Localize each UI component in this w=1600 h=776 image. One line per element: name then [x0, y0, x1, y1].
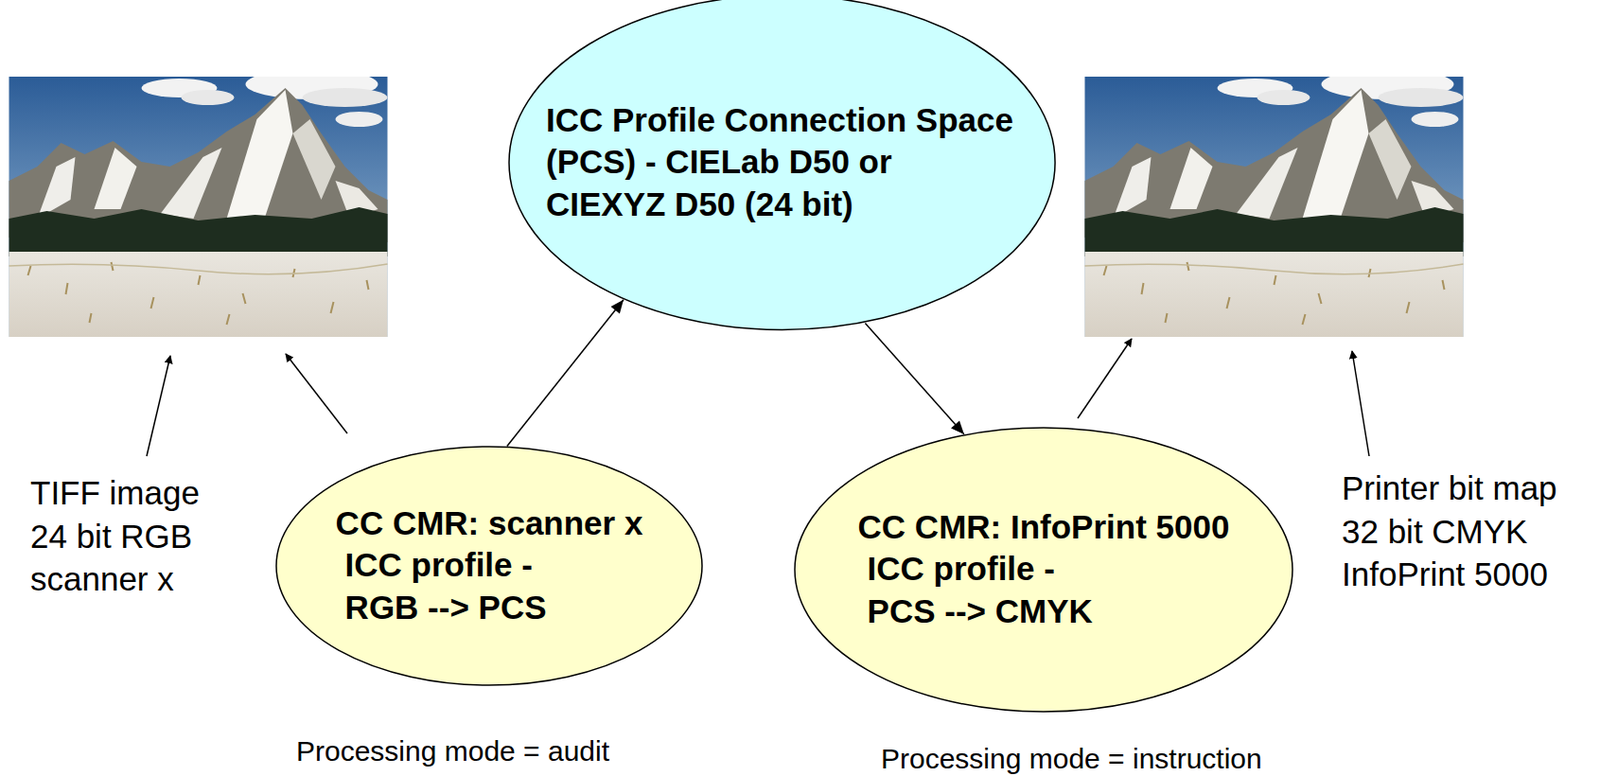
connector-line	[507, 299, 624, 447]
node-heading: CC CMR: scanner x	[335, 502, 644, 545]
mode-note: Processing mode = instruction	[880, 741, 1263, 776]
leader-arrow	[1077, 338, 1132, 419]
landscape-photo	[1085, 69, 1464, 337]
image-caption: Printer bit map 32 bit CMYK InfoPrint 50…	[1341, 466, 1594, 597]
leader-arrow	[285, 353, 348, 434]
node-body: ICC profile - PCS --> CMYK	[858, 548, 1124, 633]
arrow-head	[611, 299, 624, 315]
node-heading: CC CMR: InfoPrint 5000	[858, 506, 1231, 548]
connector-line	[864, 322, 964, 434]
node-text-block: CC CMR: InfoPrint 5000ICC profile - PCS …	[858, 506, 1231, 633]
mode-note: Processing mode = audit	[296, 734, 610, 769]
connector-arrow	[864, 322, 964, 434]
connector-arrow	[507, 299, 624, 447]
leader-arrow	[146, 355, 171, 457]
landscape-photo	[9, 69, 388, 337]
ellipse-node: ICC Profile Connection Space (PCS) - CIE…	[508, 0, 1056, 332]
arrow-head	[950, 420, 965, 434]
node-text-block: CC CMR: scanner xICC profile - RGB --> P…	[335, 502, 644, 629]
ellipse-node: CC CMR: InfoPrint 5000ICC profile - PCS …	[793, 426, 1294, 713]
node-body: ICC profile - RGB --> PCS	[335, 545, 601, 630]
ellipse-node: CC CMR: scanner xICC profile - RGB --> P…	[275, 445, 704, 686]
image-caption: TIFF image 24 bit RGB scanner x	[30, 471, 225, 601]
node-heading: ICC Profile Connection Space (PCS) - CIE…	[545, 99, 1020, 226]
leader-arrow	[1352, 351, 1370, 457]
node-text-block: ICC Profile Connection Space (PCS) - CIE…	[545, 99, 1020, 226]
